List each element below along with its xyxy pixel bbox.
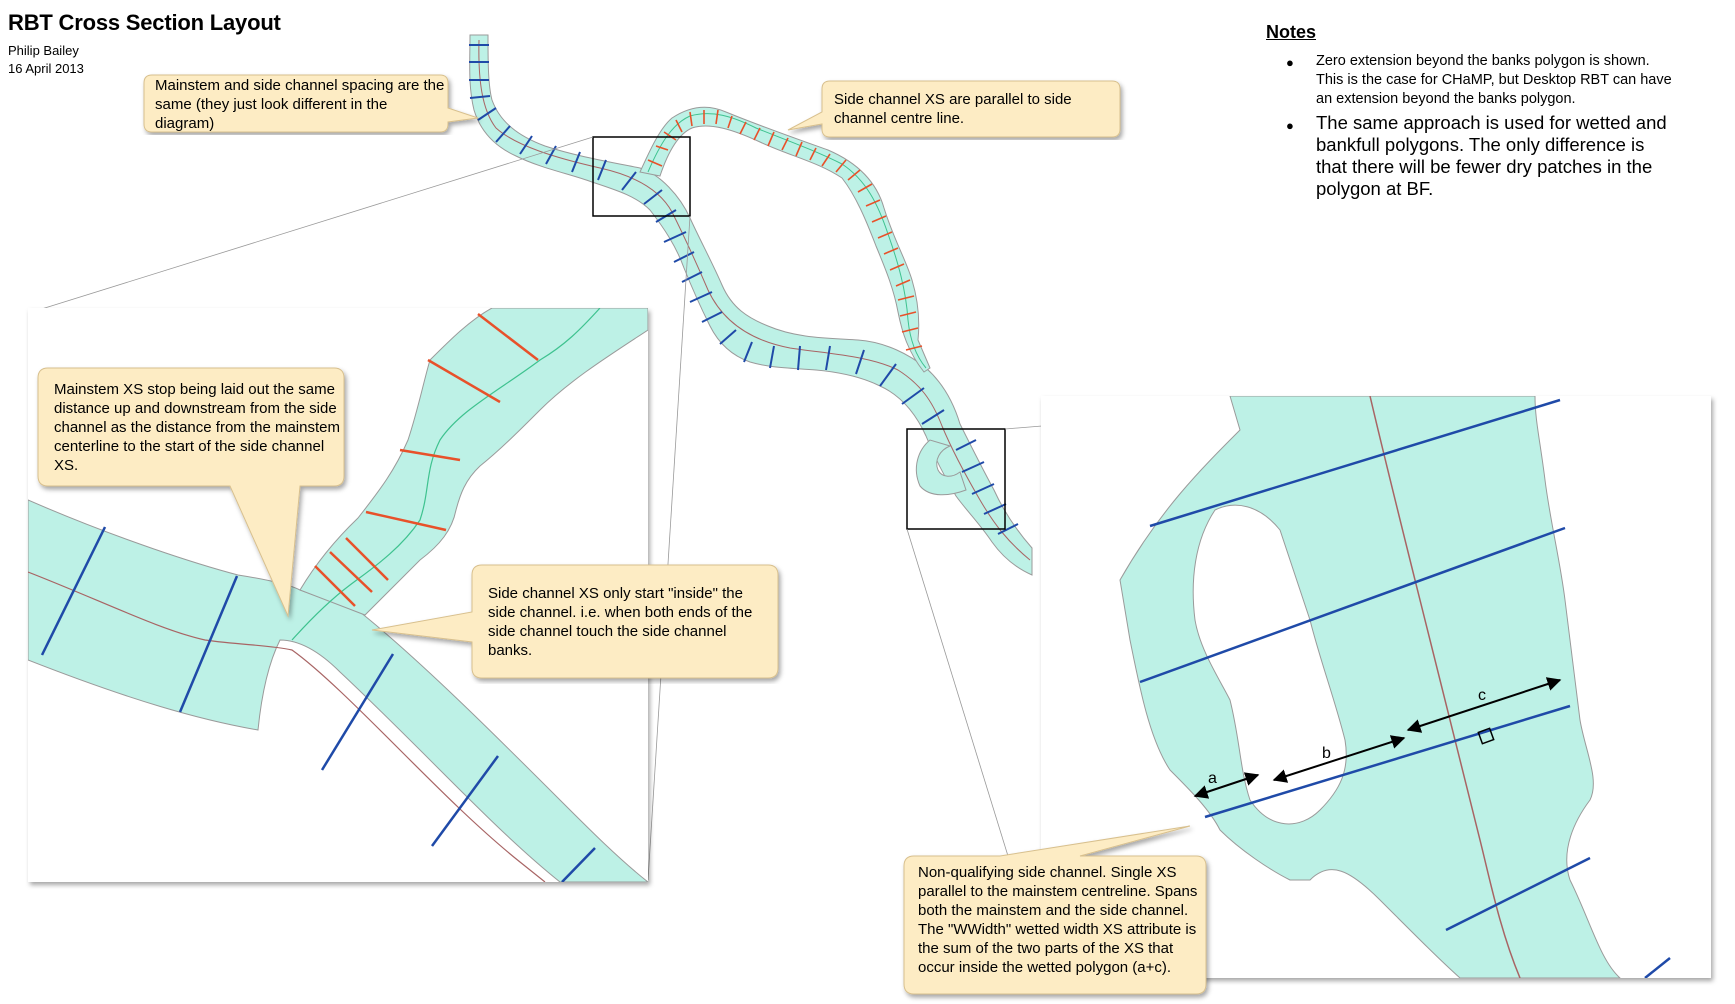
callout-non-qualifying-text: Non-qualifying side channel. Single XS p…	[918, 864, 1198, 976]
overview-map	[31, 34, 1043, 881]
page-title: RBT Cross Section Layout	[8, 10, 281, 35]
callout-spacing-text: Mainstem and side channel spacing are th…	[155, 77, 445, 132]
callout-mainstem-stop-text: Mainstem XS stop being laid out the same…	[54, 381, 340, 474]
author-name: Philip Bailey	[8, 43, 79, 58]
inset-side-channel	[299, 308, 648, 616]
callout-mainstem-stop-bubble	[37, 367, 345, 618]
side-channel	[639, 106, 931, 373]
mainstem-xs-overview	[469, 44, 1019, 535]
side-channel-xs-overview	[647, 109, 923, 351]
inset-side-centerline	[291, 308, 601, 641]
callout-parallel-text: Side channel XS are parallel to side cha…	[834, 91, 1072, 127]
measure-label-a: a	[1208, 770, 1217, 787]
callout-non-qualifying-bubble	[903, 825, 1207, 995]
notes-list: Zero extension beyond the banks polygon …	[1286, 52, 1678, 200]
note-item: The same approach is used for wetted and…	[1286, 112, 1678, 200]
measure-arrows	[1193, 677, 1562, 799]
callout-spacing-bubble	[143, 74, 479, 133]
island-channel	[915, 439, 967, 496]
zoom-connectors	[31, 136, 1043, 881]
inset-mainstem-centerline	[28, 571, 546, 882]
inset-mainstem-xs	[40, 526, 596, 882]
measure-label-b: b	[1322, 745, 1331, 762]
zoom-box-island	[906, 428, 1006, 530]
inset-wetted-polygon	[1119, 396, 1621, 978]
callout-parallel-bubble	[787, 80, 1121, 138]
note-item: Zero extension beyond the banks polygon …	[1286, 52, 1678, 109]
mainstem-centerline	[478, 39, 1031, 561]
mainstem-channel-upper	[469, 34, 1033, 576]
callout-inside-bubble	[371, 564, 779, 679]
measure-label-c: c	[1478, 687, 1486, 704]
notes-heading: Notes	[1266, 22, 1317, 42]
inset-side-xs	[314, 313, 539, 607]
zoom-box-junction	[592, 136, 691, 217]
callout-inside-text: Side channel XS only start "inside" the …	[488, 585, 753, 659]
date-label: 16 April 2013	[8, 61, 84, 76]
